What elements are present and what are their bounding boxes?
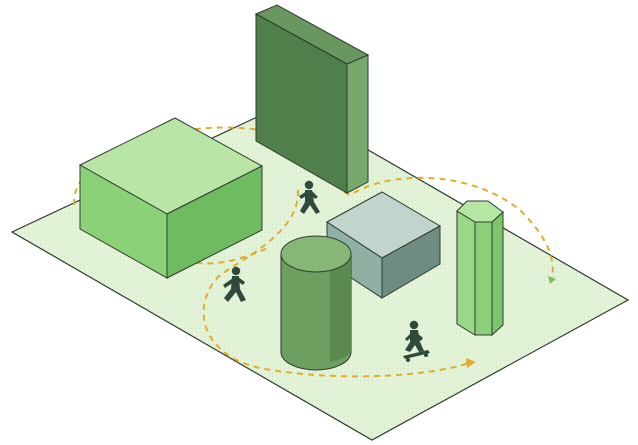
path-arrow-right [548, 276, 556, 284]
hex-prism-right [491, 210, 504, 337]
path-lower [202, 189, 473, 378]
cylinder-top [280, 235, 352, 273]
hex-prism [456, 200, 504, 337]
tall-slab-side [346, 54, 369, 194]
hex-prism-left [456, 210, 476, 336]
path-arrow-bottom [466, 358, 476, 368]
cylinder-shade [330, 254, 351, 362]
hex-prism-top [456, 200, 504, 223]
cylinder [280, 235, 352, 371]
skateboarder-figure [403, 320, 430, 362]
runner-left-figure [223, 266, 246, 302]
hex-prism-front [474, 221, 493, 336]
wide-box-right [166, 165, 263, 279]
tall-slab [254, 4, 370, 194]
wide-box [78, 117, 264, 279]
small-cube-right [381, 225, 441, 299]
path-middle [174, 247, 269, 265]
runner-top-figure [299, 180, 320, 214]
